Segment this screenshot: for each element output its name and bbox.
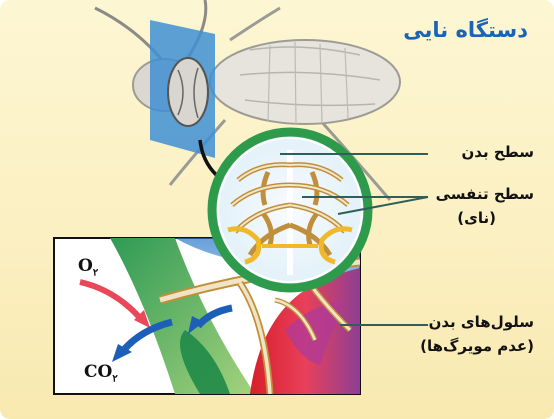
magnified-circle bbox=[212, 132, 368, 288]
diagram-title: دستگاه نایی bbox=[403, 18, 528, 42]
label-oxygen: O۲ bbox=[78, 256, 98, 278]
label-no-capillaries: (عدم مویرگ‌ها) bbox=[420, 337, 534, 355]
label-body-surface: سطح بدن bbox=[462, 143, 535, 161]
label-respiratory-surface: سطح تنفسی bbox=[436, 185, 534, 203]
label-trachea: (نای) bbox=[457, 209, 496, 227]
label-body-cells: سلول‌های بدن bbox=[429, 313, 534, 331]
label-carbon-dioxide: CO۲ bbox=[84, 362, 118, 384]
